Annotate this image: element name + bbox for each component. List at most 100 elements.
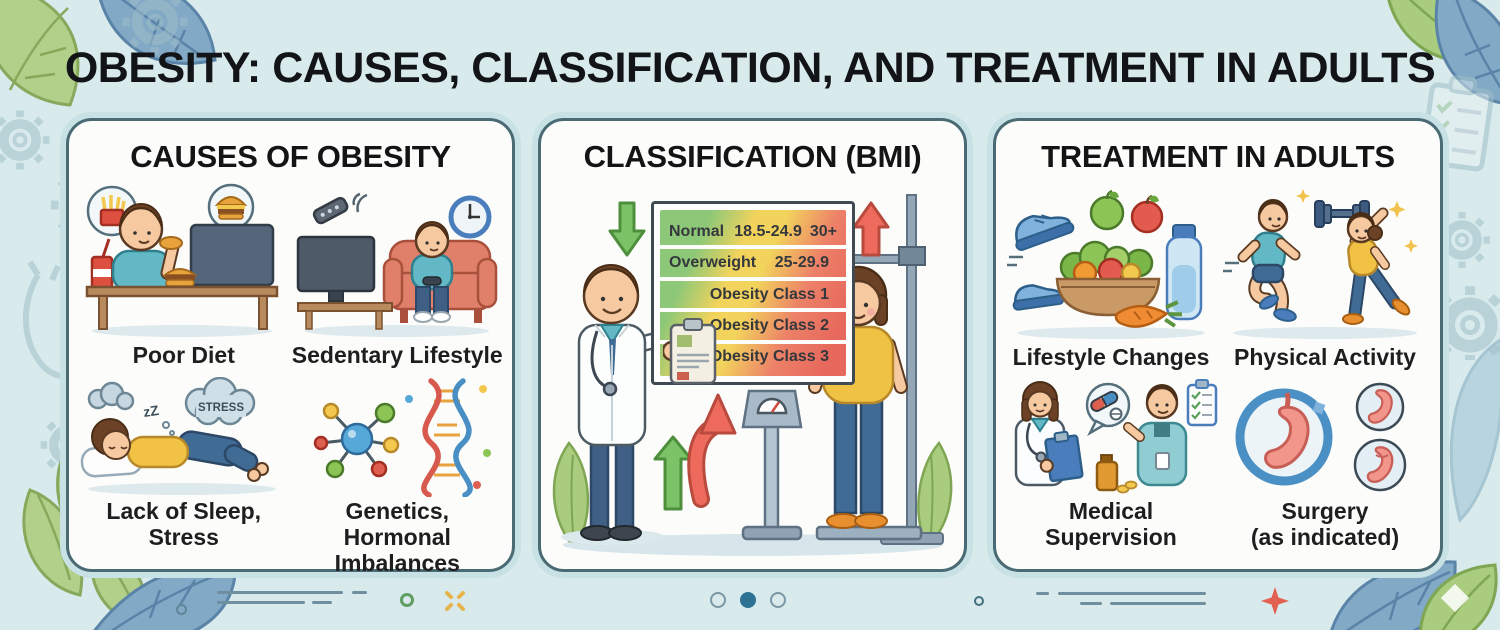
bmi-scene-illustration (552, 194, 953, 556)
lifestyle-changes-illustration (1007, 189, 1205, 339)
carousel-dot[interactable] (770, 592, 786, 608)
carrot-icon (1114, 300, 1182, 328)
sleeping-person-figure (80, 418, 269, 482)
salad-bowl-icon (1055, 240, 1161, 317)
tv-icon (297, 235, 394, 330)
corner-leaves-top-left (0, 0, 217, 107)
cause-poor-diet: Poor Diet (77, 181, 291, 377)
stomach-small-badge-icon-2 (1353, 438, 1407, 492)
cause-label-poor-diet: Poor Diet (132, 342, 235, 368)
line-decoration (1110, 602, 1206, 605)
gaming-man-figure (411, 221, 454, 323)
cause-label-genetics: Genetics, Hormonal Imbalances (334, 498, 460, 576)
green-circle-decoration (400, 593, 414, 607)
wall-clock-icon (448, 195, 492, 239)
line-decoration (1080, 602, 1102, 605)
line-decoration (217, 591, 343, 594)
medical-supervision-illustration (1014, 379, 1218, 494)
treatment-surgery: Surgery (as indicated) (1218, 377, 1432, 563)
sneaker-icon-2 (1012, 284, 1065, 311)
ponytail (1366, 225, 1383, 241)
line-decoration (217, 601, 305, 604)
classification-title: CLASSIFICATION (BMI) (583, 139, 922, 174)
weight-scale-icon (741, 389, 803, 541)
red-curved-arrow-icon (687, 393, 737, 508)
red-sparkle-icon (1261, 587, 1289, 615)
carousel-dot[interactable] (710, 592, 726, 608)
white-diamond-decoration (1440, 583, 1470, 613)
line-decoration (352, 591, 367, 594)
doctor-clipboard-icon (663, 318, 717, 385)
remote-control-icon (313, 192, 368, 225)
leaf-left (552, 440, 590, 543)
pill-cup-icon (1155, 452, 1170, 470)
stretching-woman-figure (1341, 207, 1410, 325)
cause-label-sedentary: Sedentary Lifestyle (291, 342, 503, 368)
green-apple-icon (1089, 189, 1125, 231)
lack-of-sleep-illustration: zZ STRESS (80, 377, 276, 495)
physical-activity-illustration (1222, 189, 1418, 339)
bmi-row-normal: Normal 18.5-24.9 30+ (660, 218, 846, 250)
small-circle-decoration (974, 596, 984, 606)
burger-on-desk-icon (161, 268, 198, 287)
bmi-row-obesity-2: Obesity Class 2 (660, 312, 846, 344)
bmi-row-overweight: Overweight 25-29.9 (660, 249, 846, 281)
monitor-icon (189, 223, 274, 292)
red-up-arrow-icon (852, 201, 890, 257)
sparkle-icon (1295, 189, 1418, 253)
treatment-label-lifestyle: Lifestyle Changes (1012, 344, 1210, 370)
corner-leaves-bottom-right (1330, 560, 1498, 630)
stomach-small-badge-icon (1355, 382, 1405, 432)
green-down-arrow-icon (608, 201, 646, 257)
treatment-label-physical: Physical Activity (1234, 344, 1416, 370)
treatment-medical: Medical Supervision (1004, 377, 1218, 563)
stomach-large-badge-icon (1235, 388, 1333, 486)
yellow-sparkle-icon (445, 591, 465, 611)
line-decoration (1058, 592, 1206, 595)
cloud-icon (87, 381, 134, 411)
dna-helix-icon (405, 378, 492, 497)
soda-cup-icon (90, 238, 113, 291)
stress-cloud-icon: STRESS (184, 377, 255, 426)
cause-sedentary: Sedentary Lifestyle (291, 181, 505, 377)
medication-speech-bubble-icon (1085, 382, 1131, 437)
clipboard-icon (1039, 430, 1084, 483)
treatment-title: TREATMENT IN ADULTS (1041, 139, 1395, 174)
genetics-illustration (314, 378, 492, 497)
cause-sleep-stress: zZ STRESS (77, 377, 291, 576)
sedentary-lifestyle-illustration (297, 192, 498, 337)
sleep-zzz-text: zZ (142, 402, 160, 420)
patient-male-figure (1123, 384, 1188, 487)
treatment-physical: Physical Activity (1218, 181, 1432, 377)
burger-thought-bubble-icon (207, 183, 254, 231)
bmi-row-obesity-1: Obesity Class 1 (660, 281, 846, 313)
water-bottle-icon (1165, 224, 1203, 321)
carousel-dot-active[interactable] (740, 592, 756, 608)
corner-leaves-top-right (1387, 0, 1500, 105)
jogging-man-figure (1237, 199, 1300, 322)
panel-treatment: TREATMENT IN ADULTS (993, 118, 1443, 572)
female-doctor-figure (1014, 381, 1084, 487)
desk (85, 285, 278, 330)
treatment-label-medical: Medical Supervision (1045, 498, 1177, 550)
faint-leaf-right (1449, 338, 1500, 523)
causes-title: CAUSES OF OBESITY (130, 139, 451, 174)
cause-label-sleep: Lack of Sleep, Stress (106, 498, 262, 550)
carousel-dots[interactable] (710, 592, 786, 608)
line-decoration (312, 601, 332, 604)
line-decoration (1036, 592, 1049, 595)
molecule-icon (314, 402, 400, 479)
checklist-icon (1186, 379, 1218, 427)
red-apple-icon (1130, 194, 1164, 234)
treatment-label-surgery: Surgery (as indicated) (1250, 498, 1400, 550)
panel-classification: CLASSIFICATION (BMI) (538, 118, 967, 572)
small-green-up-arrow-icon (653, 435, 693, 511)
game-controller-icon (422, 276, 442, 286)
bmi-row-obesity-3: Obesity Class 3 (709, 348, 829, 366)
leaf-right (917, 440, 953, 543)
stethoscope-icon (590, 330, 608, 389)
medicine-bottle-icon (1095, 454, 1138, 494)
poor-diet-illustration (85, 183, 278, 337)
stress-text: STRESS (198, 402, 244, 414)
